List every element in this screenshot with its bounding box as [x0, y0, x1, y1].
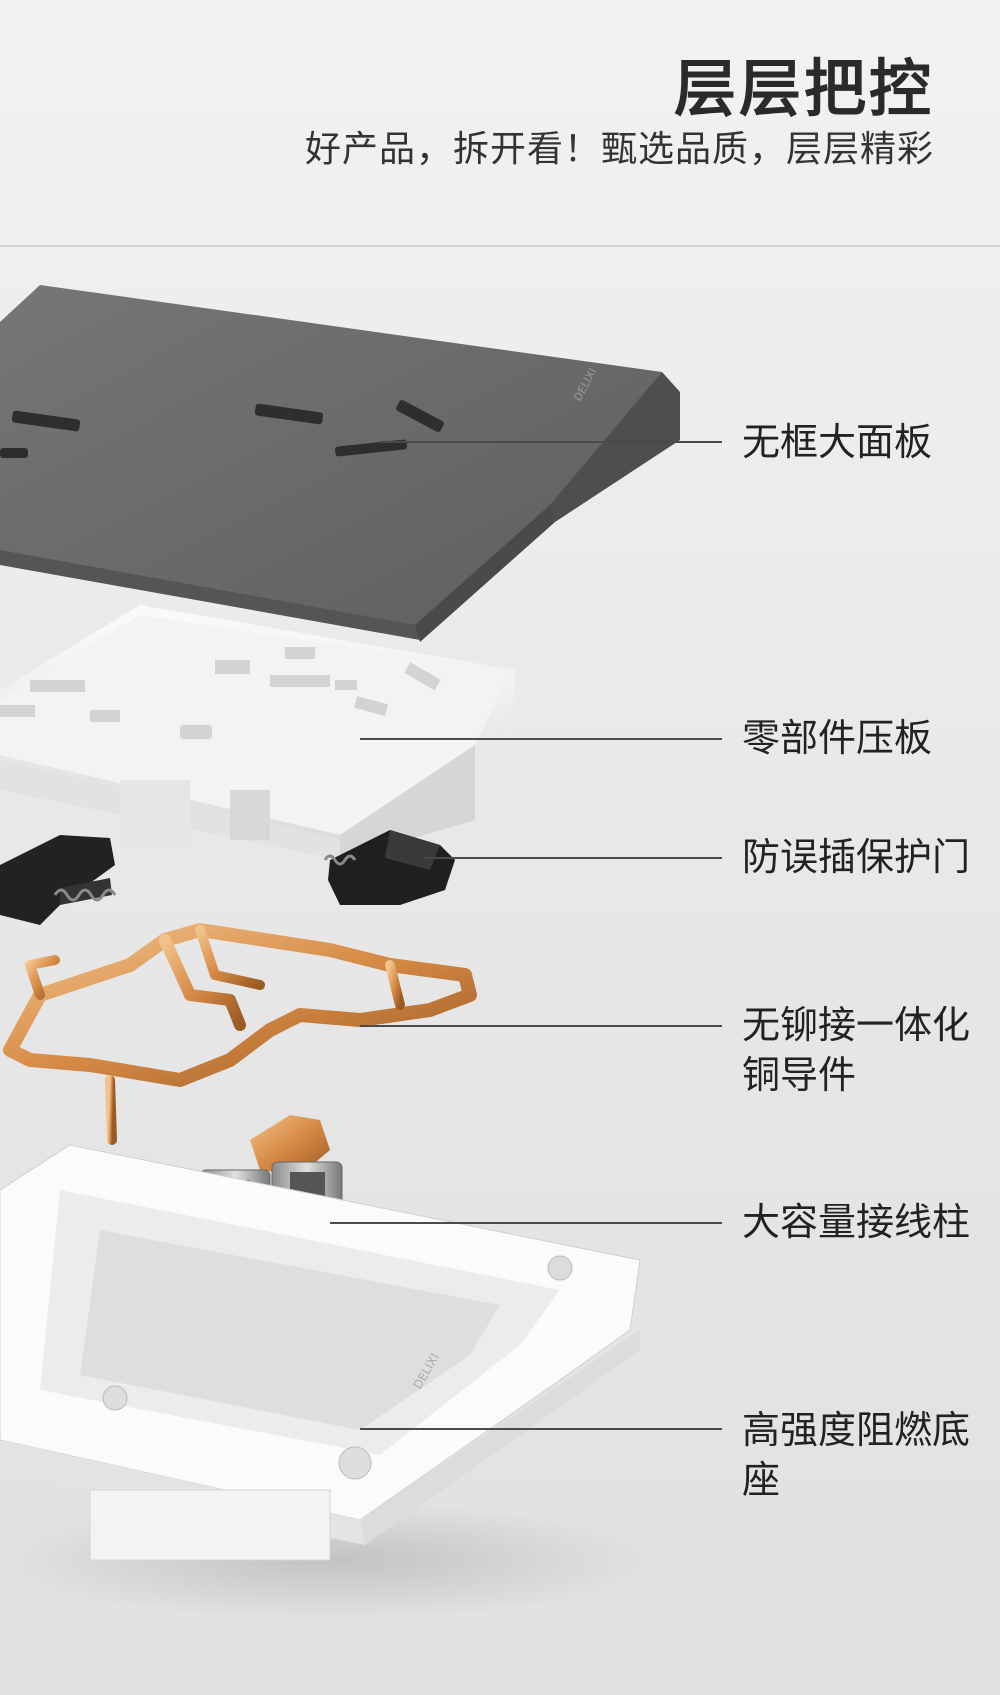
leader-line-base — [360, 1428, 722, 1430]
callout-base-text-2: 座 — [742, 1458, 781, 1502]
callout-base-text-1: 高强度阻燃底 — [742, 1408, 971, 1452]
callout-plate-text: 零部件压板 — [742, 716, 933, 760]
callout-terminal-text: 大容量接线柱 — [742, 1200, 971, 1244]
page-title: 层层把控 — [673, 52, 934, 125]
pressure-plate — [0, 605, 515, 860]
callout-copper-text-1: 无铆接一体化 — [742, 1003, 971, 1047]
flame-retardant-base: DELIXI — [0, 1144, 660, 1620]
leader-line-plate — [360, 738, 722, 740]
callout-copper: 无铆接一体化 铜导件 — [742, 1000, 970, 1100]
copper-terminal-clip — [250, 1115, 330, 1175]
callout-plate: 零部件压板 — [742, 713, 932, 763]
leader-line-shutter — [425, 857, 722, 859]
callout-shutter: 防误插保护门 — [742, 832, 970, 882]
header-divider — [0, 245, 1000, 247]
page-subtitle: 好产品，拆开看！甄选品质，层层精彩 — [304, 129, 934, 170]
callout-shutter-text: 防误插保护门 — [742, 835, 971, 879]
callout-base: 高强度阻燃底 座 — [742, 1405, 970, 1505]
callout-terminal: 大容量接线柱 — [742, 1197, 970, 1247]
frameless-panel: DELIXI — [0, 285, 680, 642]
callout-copper-text-2: 铜导件 — [742, 1053, 857, 1097]
copper-conductor — [3, 923, 477, 1145]
leader-line-terminal — [330, 1222, 722, 1224]
child-protection-shutters — [0, 830, 455, 925]
leader-line-panel — [380, 441, 722, 443]
callout-panel-text: 无框大面板 — [742, 420, 933, 464]
leader-line-copper — [360, 1025, 722, 1027]
callout-panel: 无框大面板 — [742, 417, 932, 467]
